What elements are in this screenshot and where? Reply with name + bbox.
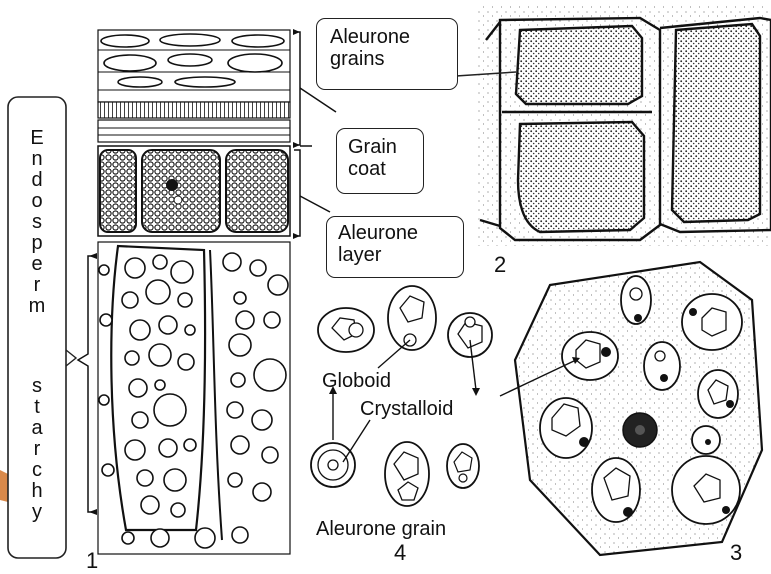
globoid-label: Globoid	[322, 370, 391, 392]
grain-coat-label-line2: coat	[348, 158, 397, 180]
crystalloid-label: Crystalloid	[360, 398, 453, 420]
panel-2-aleurone-cells	[478, 6, 771, 246]
grain-coat-label-line1: Grain	[348, 136, 397, 158]
aleurone-layer-label: Aleurone layer	[338, 222, 418, 266]
starchy-vertical-label: s t a r c h y	[8, 376, 66, 523]
starchy-letter: a	[8, 418, 66, 439]
endosperm-letter: r	[8, 275, 66, 296]
starchy-letter: c	[8, 460, 66, 481]
aleurone-grains-label-line2: grains	[330, 48, 410, 70]
panel-4-aleurone-grains	[311, 286, 492, 506]
panel-number-3: 3	[730, 540, 742, 566]
starchy-letter: s	[8, 376, 66, 397]
starchy-letter: t	[8, 397, 66, 418]
endosperm-letter: n	[8, 149, 66, 170]
panel-number-2: 2	[494, 252, 506, 278]
endosperm-letter: m	[8, 296, 66, 317]
endosperm-letter: d	[8, 170, 66, 191]
endosperm-letter: s	[8, 212, 66, 233]
starchy-letter: r	[8, 439, 66, 460]
endosperm-letter: o	[8, 191, 66, 212]
endosperm-letter: E	[8, 128, 66, 149]
starchy-letter: y	[8, 502, 66, 523]
endosperm-letter: e	[8, 254, 66, 275]
grain-coat-label: Grain coat	[348, 136, 397, 180]
aleurone-layer-label-line1: Aleurone	[338, 222, 418, 244]
aleurone-grains-label: Aleurone grains	[330, 26, 410, 70]
starchy-letter: h	[8, 481, 66, 502]
panel-3-aleurone-cell	[515, 262, 762, 555]
panel-1-cross-section	[78, 29, 336, 554]
aleurone-grain-label: Aleurone grain	[316, 518, 446, 540]
endosperm-vertical-label: E n d o s p e r m	[8, 128, 66, 317]
panel-number-1: 1	[86, 548, 98, 574]
endosperm-letter: p	[8, 233, 66, 254]
panel-number-4: 4	[394, 540, 406, 566]
aleurone-grains-label-line1: Aleurone	[330, 26, 410, 48]
aleurone-layer-label-line2: layer	[338, 244, 418, 266]
